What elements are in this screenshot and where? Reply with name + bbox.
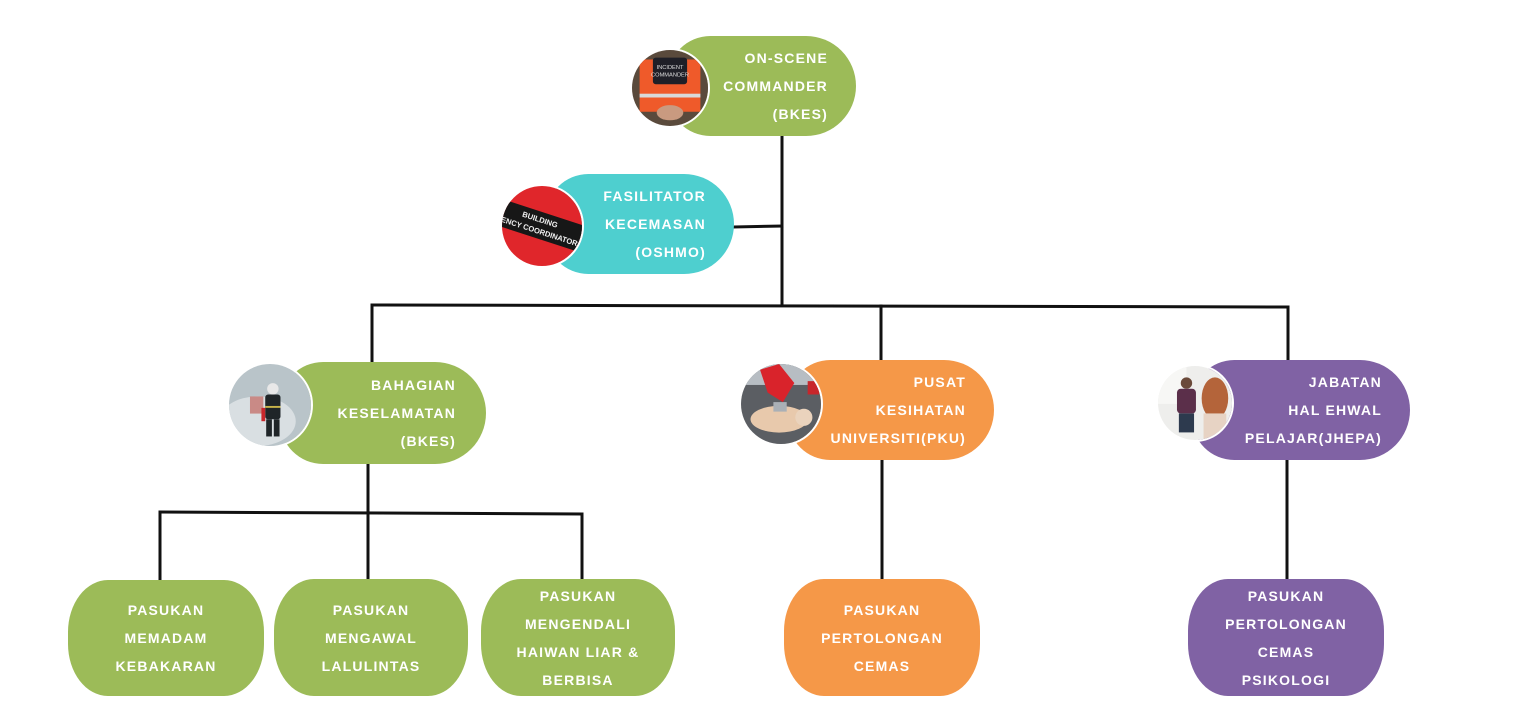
node-pasukan-mengendali-haiwan-liar: PASUKAN MENGENDALI HAIWAN LIAR & BERBISA [481, 579, 675, 696]
connector-bkes-bus [158, 510, 584, 516]
node-label-line: PASUKAN [127, 602, 205, 618]
node-label-line: PASUKAN [843, 601, 921, 618]
node-label-line: KESIHATAN [875, 402, 966, 418]
svg-text:INCIDENT: INCIDENT [657, 65, 684, 71]
node-pasukan-pertolongan-cemas-psikologi: PASUKAN PERTOLONGAN CEMAS PSIKOLOGI [1188, 579, 1384, 696]
firefighter-photo [227, 362, 313, 448]
node-label-line: PASUKAN [539, 587, 617, 604]
building-emergency-coordinator-photo: BUILDING GENCY COORDINATOR [500, 184, 584, 268]
node-label-line: PUSAT [913, 374, 966, 390]
node-label-line: MENGAWAL [324, 629, 418, 646]
node-label-line: CEMAS [1257, 643, 1315, 660]
node-label-line: BAHAGIAN [370, 377, 456, 393]
node-label-line: PERTOLONGAN [1225, 615, 1347, 632]
node-label-line: (BKES) [400, 433, 456, 449]
node-label-line: MENGENDALI [524, 615, 632, 632]
node-label-line: PASUKAN [1247, 587, 1325, 604]
counselling-session-photo [1156, 364, 1234, 442]
node-label-line: PASUKAN [332, 601, 410, 618]
node-label-line: ON-SCENE [744, 50, 828, 66]
node-label-line: PSIKOLOGI [1241, 671, 1331, 688]
node-label-line: KESELAMATAN [337, 405, 456, 421]
node-label-line: KECEMASAN [604, 216, 706, 232]
node-label-line: HAL EHWAL [1288, 402, 1382, 418]
node-label-line: UNIVERSITI(PKU) [830, 430, 966, 446]
node-label-line: FASILITATOR [603, 188, 706, 204]
node-pasukan-mengawal-lalulintas: PASUKAN MENGAWAL LALULINTAS [274, 579, 468, 696]
node-label-line: COMMANDER [723, 78, 828, 94]
node-pasukan-memadam-kebakaran: PASUKAN MEMADAM KEBAKARAN [68, 580, 264, 696]
node-label-line: (BKES) [772, 106, 828, 122]
cpr-training-photo [739, 362, 823, 446]
node-label-line: CEMAS [853, 657, 911, 674]
node-label-line: BERBISA [542, 671, 614, 688]
node-pasukan-pertolongan-cemas: PASUKAN PERTOLONGAN CEMAS [784, 579, 980, 696]
node-label-line: LALULINTAS [321, 657, 421, 674]
incident-commander-photo: INCIDENT COMMANDER [630, 48, 710, 128]
node-label-line: MEMADAM [124, 630, 208, 646]
connector-dept-bus [370, 303, 1290, 309]
node-label-line: PERTOLONGAN [821, 629, 943, 646]
node-label-line: KEBAKARAN [115, 658, 217, 674]
node-bahagian-keselamatan: BAHAGIAN KESELAMATAN (BKES) [280, 362, 486, 464]
svg-text:COMMANDER: COMMANDER [651, 73, 689, 79]
connector-advisor [732, 224, 784, 229]
node-label-line: HAIWAN LIAR & [516, 643, 640, 660]
node-label-line: JABATAN [1308, 374, 1382, 390]
node-label-line: PELAJAR(JHEPA) [1244, 430, 1382, 446]
node-label-line: (OSHMO) [635, 244, 706, 260]
